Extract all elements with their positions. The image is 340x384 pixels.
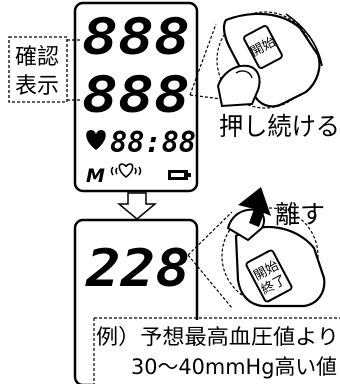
brand-logo: M [86, 165, 105, 187]
start-button-top [243, 25, 283, 69]
lcd-top-frame [73, 1, 199, 193]
confirm-label-line2: 表示 [15, 74, 59, 99]
finger-nail [235, 70, 253, 79]
release-arrow-icon [238, 187, 271, 227]
lcd-bottom-value: 228 [85, 239, 190, 299]
battery-icon [168, 170, 191, 180]
note-line2: 30〜40mmHg高い値 [131, 355, 337, 379]
lcd-top-row2: 888 [82, 66, 190, 124]
device-edge-top [285, 13, 323, 67]
instruction-hold: 押し続ける [219, 112, 340, 141]
confirm-label-box [8, 36, 68, 103]
confirm-label-line1: 確認 [15, 45, 59, 70]
start-stop-button-bottom [245, 249, 293, 303]
heart-icon [86, 130, 106, 150]
callout-top-leaders [189, 23, 231, 101]
instruction-release: 離す [275, 200, 325, 229]
irregular-heartbeat-icon [110, 163, 142, 179]
note-line1: 例）予想最高血圧値より [96, 325, 339, 349]
callout-bottom-leaders [187, 211, 233, 309]
down-arrow [116, 192, 158, 220]
lcd-top-clock: 88:88 [110, 126, 196, 159]
finger-press [216, 64, 261, 108]
note-box [95, 320, 340, 384]
lcd-top-row1: 888 [82, 8, 190, 66]
